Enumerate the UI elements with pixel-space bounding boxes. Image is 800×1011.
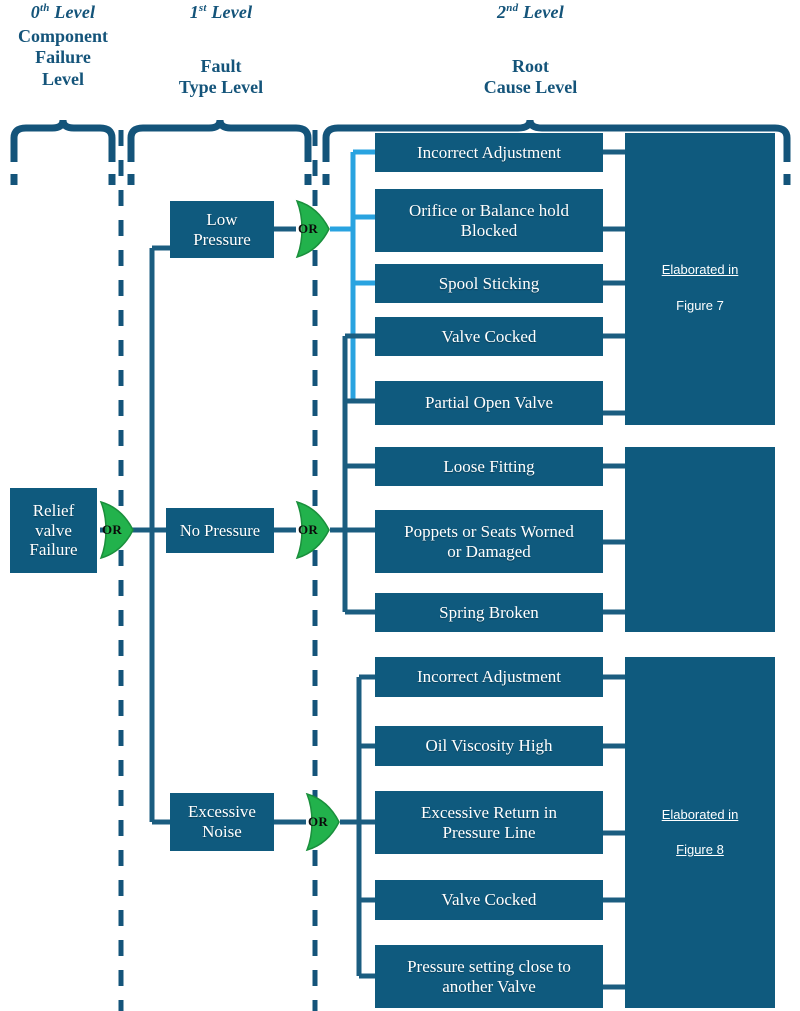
root-cause-spool-sticking[interactable]: Spool Sticking (375, 264, 603, 303)
panel-connector-stubs-figure-8 (603, 674, 625, 990)
level-brace-0 (10, 119, 116, 148)
level-1-name: Fault Type Level (178, 56, 264, 98)
panel-elaborated-in-figure-7-lower[interactable] (625, 447, 775, 632)
root-cause-partial-open-valve[interactable]: Partial Open Valve (375, 381, 603, 425)
level-brace-1 (127, 119, 312, 148)
root-cause-oil-viscosity-high[interactable]: Oil Viscosity High (375, 726, 603, 766)
panel-elaborated-in-figure-8[interactable]: Elaborated in Figure 8 (625, 657, 775, 1008)
root-cause-incorrect-adjustment-low-pressure[interactable]: Incorrect Adjustment (375, 133, 603, 172)
level-heading-2: 2nd Level Root Cause Level (418, 2, 643, 99)
branch-excessive-noise (340, 674, 375, 979)
panel-figure-8-line2: Figure 8 (676, 842, 724, 858)
root-cause-pressure-setting-close-to-another-valve[interactable]: Pressure setting close to another Valve (375, 945, 603, 1008)
level-heading-1: 1st Level Fault Type Level (131, 2, 311, 99)
level-heading-0: 0th Level Component Failure Level (0, 2, 126, 90)
gate-low-pressure-icon[interactable] (295, 199, 330, 259)
panel-figure-8-label: Elaborated in Figure 8 (662, 789, 739, 877)
root-cause-incorrect-adjustment-excessive-noise[interactable]: Incorrect Adjustment (375, 657, 603, 697)
branch-no-pressure (330, 333, 375, 615)
level-0-name: Component Failure Level (17, 26, 108, 89)
panel-connector-stubs-figure-7 (603, 149, 625, 416)
root-cause-poppets-or-seats-worned-or-damaged[interactable]: Poppets or Seats Worned or Damaged (375, 510, 603, 573)
fault-type-low-pressure[interactable]: Low Pressure (170, 201, 274, 258)
gate-no-pressure-icon[interactable] (295, 500, 330, 560)
root-cause-valve-cocked-excessive-noise[interactable]: Valve Cocked (375, 880, 603, 920)
level-0-number: 0th Level (30, 2, 96, 22)
panel-connector-stubs-figure-7b (603, 463, 625, 615)
gate-excessive-noise-icon[interactable] (305, 792, 340, 852)
root-cause-orifice-or-balance-hold-blocked[interactable]: Orifice or Balance hold Blocked (375, 189, 603, 252)
panel-figure-8-line1: Elaborated in (661, 807, 739, 823)
level-1-number: 1st Level (189, 2, 253, 22)
branch-low-pressure (330, 149, 375, 404)
top-event-relief-valve-failure[interactable]: Relief valve Failure (10, 488, 97, 573)
root-cause-excessive-return-in-pressure-line[interactable]: Excessive Return in Pressure Line (375, 791, 603, 854)
root-cause-valve-cocked-low-pressure[interactable]: Valve Cocked (375, 317, 603, 356)
fault-type-no-pressure[interactable]: No Pressure (166, 508, 274, 553)
level-2-name: Root Cause Level (483, 56, 578, 98)
gate-top-icon[interactable] (99, 500, 134, 560)
root-cause-spring-broken[interactable]: Spring Broken (375, 593, 603, 632)
panel-figure-7-line1: Elaborated in (661, 262, 739, 278)
level-2-number: 2nd Level (497, 2, 564, 22)
root-cause-loose-fitting[interactable]: Loose Fitting (375, 447, 603, 486)
level-brace-2 (322, 119, 791, 148)
panel-elaborated-in-figure-7[interactable]: Elaborated in Figure 7 (625, 133, 775, 425)
fault-type-excessive-noise[interactable]: Excessive Noise (170, 793, 274, 851)
panel-figure-7-line2: Figure 7 (676, 297, 724, 313)
panel-figure-7-label: Elaborated in Figure 7 (662, 244, 739, 314)
